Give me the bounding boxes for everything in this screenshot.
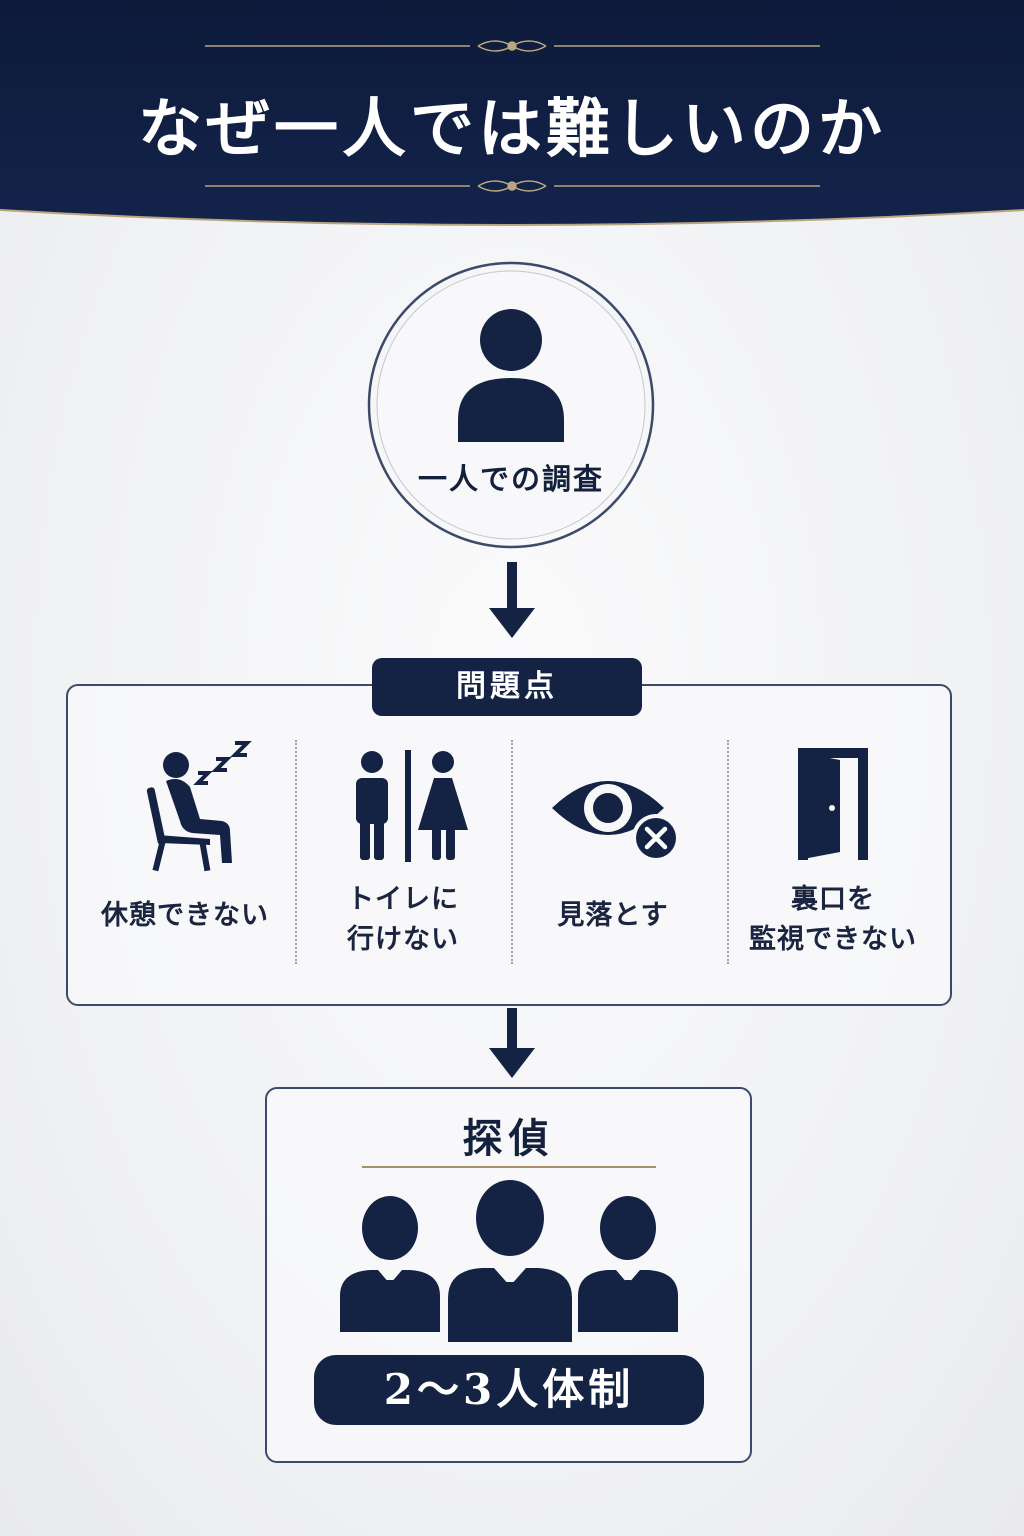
problem-label-backdoor: 裏口を 監視できない (749, 884, 917, 955)
problems-title: 問題点 (372, 658, 642, 716)
team-size-badge: 2～3人体制 (314, 1355, 704, 1425)
solo-investigation-label: 一人での調査 (417, 462, 604, 496)
gold-divider (362, 1166, 656, 1168)
down-arrow-icon (489, 562, 535, 638)
detective-title: 探偵 (462, 1115, 555, 1162)
column-divider (727, 740, 729, 964)
bottom-ornament-icon (205, 180, 820, 192)
eye-crossed-icon (552, 781, 680, 862)
open-door-icon (798, 748, 868, 860)
down-arrow-icon (489, 1008, 535, 1078)
three-agents-icon (340, 1180, 678, 1342)
solo-investigation-circle (367, 261, 655, 549)
page-title: なぜ一人では難しいのか (138, 92, 886, 167)
restroom-icon (356, 750, 468, 862)
problem-label-restroom: トイレに 行けない (347, 884, 459, 955)
problem-label-rest: 休憩できない (101, 900, 269, 931)
header-banner: なぜ一人では難しいのか (0, 0, 1024, 240)
problem-label-overlook: 見落とす (557, 900, 669, 931)
top-ornament-icon (205, 40, 820, 52)
person-icon (458, 309, 564, 442)
column-divider (295, 740, 297, 964)
header-background (0, 0, 1024, 226)
column-divider (511, 740, 513, 964)
resting-sleeping-person-icon (146, 741, 252, 872)
